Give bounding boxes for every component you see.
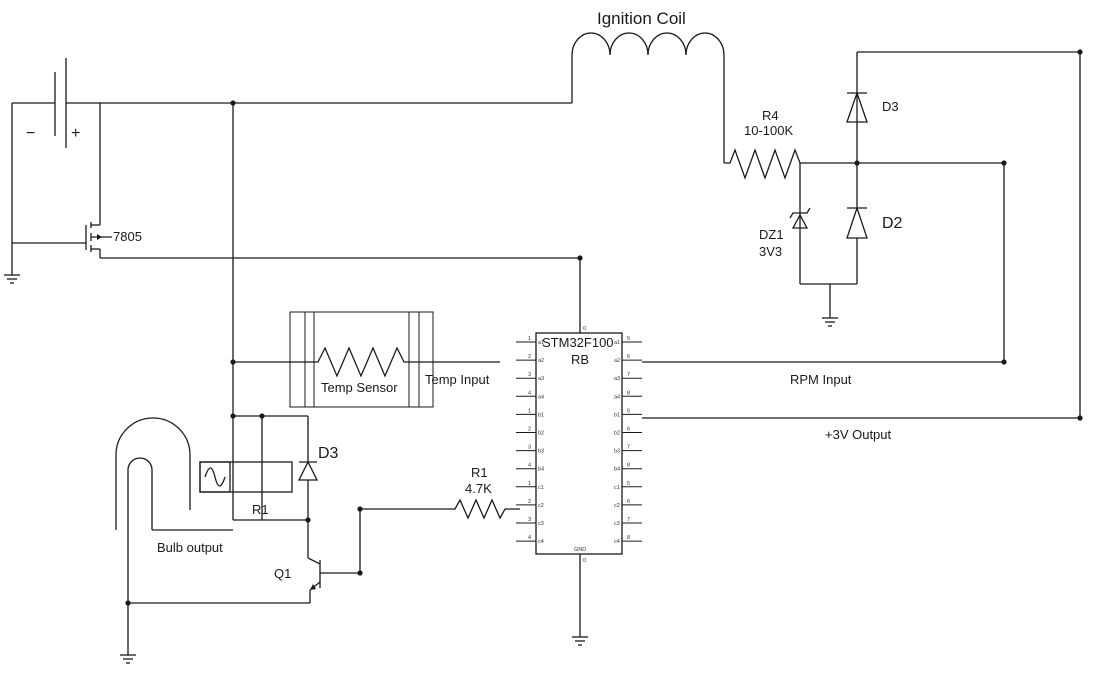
d3-relay-label: D3 bbox=[318, 445, 339, 462]
mcu-pin-right-num: 6 bbox=[627, 354, 630, 360]
mcu-pin-left-name: c4 bbox=[538, 539, 544, 545]
d2-label: D2 bbox=[882, 215, 903, 232]
dz1-value: 3V3 bbox=[759, 244, 782, 259]
diode-d3-top: D3 bbox=[846, 52, 899, 208]
mcu-pin-right-name: b3 bbox=[614, 449, 620, 455]
mcu-pin-left-name: b3 bbox=[538, 449, 544, 455]
mcu-pin-right-num: 6 bbox=[627, 427, 630, 433]
resistor-r1: R1 4.7K bbox=[357, 465, 520, 573]
mcu-pin-left-name: c2 bbox=[538, 503, 544, 509]
mcu-gnd-label: GND bbox=[574, 547, 586, 553]
rpm-input-label: RPM Input bbox=[790, 372, 852, 387]
mcu-pin-left-name: b1 bbox=[538, 412, 544, 418]
mcu-pin-left-num: 4 bbox=[528, 535, 531, 541]
mcu-pin-right-name: a3 bbox=[614, 376, 620, 382]
temp-sensor-label: Temp Sensor bbox=[321, 380, 398, 395]
mcu-pin-left-num: 4 bbox=[528, 390, 531, 396]
mcu-pin-left-name: a4 bbox=[538, 394, 544, 400]
mcu-pin-right-name: b1 bbox=[614, 412, 620, 418]
mcu-pin-left-name: a1 bbox=[538, 340, 544, 346]
mcu-pins-right: 5 a1 6 a2 7 a3 8 a4 5 b1 6 b2 7 b3 8 b4 5 c1 6 c2 7 c3 8 c4 bbox=[614, 336, 642, 545]
mcu-bottom-pin: 0 bbox=[583, 558, 586, 564]
mcu-pin-right-num: 5 bbox=[627, 481, 630, 487]
mcu-pin-left-num: 2 bbox=[528, 499, 531, 505]
battery-minus-label: − bbox=[26, 125, 35, 142]
r4-value: 10-100K bbox=[744, 123, 793, 138]
temp-sensor: Temp Sensor bbox=[233, 311, 500, 408]
bulb-output-label: Bulb output bbox=[157, 540, 223, 555]
mcu-pin-left-name: a3 bbox=[538, 376, 544, 382]
diode-d2: D2 bbox=[846, 205, 903, 284]
r1-value: 4.7K bbox=[465, 481, 492, 496]
mcu-pin-left-num: 1 bbox=[528, 408, 531, 414]
mcu-pin-left-num: 2 bbox=[528, 427, 531, 433]
transistor-q1: Q1 bbox=[274, 557, 363, 603]
mcu-pin-right-name: a4 bbox=[614, 394, 620, 400]
mcu-pin-right-num: 6 bbox=[627, 499, 630, 505]
mcu-pin-right-name: a1 bbox=[614, 340, 620, 346]
regulator-label: 7805 bbox=[113, 229, 142, 244]
mcu-pin-left-name: b2 bbox=[538, 431, 544, 437]
ground-diodes bbox=[822, 284, 838, 327]
ground-bulb bbox=[120, 603, 136, 664]
mcu-pin-left-name: c3 bbox=[538, 521, 544, 527]
mcu-pin-right-name: a2 bbox=[614, 358, 620, 364]
mcu-pin-right-num: 7 bbox=[627, 445, 630, 451]
r1-name: R1 bbox=[471, 465, 488, 480]
relay-label: R1 bbox=[252, 502, 269, 517]
relay-r1: R1 bbox=[199, 413, 311, 523]
mcu-pin-right-num: 8 bbox=[627, 535, 630, 541]
mcu-pin-left-num: 3 bbox=[528, 445, 531, 451]
battery: − + bbox=[11, 58, 100, 243]
mcu-stm32f100rb: 0 STM32F100 RB GND 0 1 a1 2 a2 3 a3 4 a4 1 b1 2 b2 3… bbox=[516, 326, 642, 564]
ignition-coil: Ignition Coil bbox=[571, 9, 725, 163]
temp-input-label: Temp Input bbox=[425, 372, 490, 387]
mcu-pin-left-num: 4 bbox=[528, 463, 531, 469]
mcu-pin-left-num: 2 bbox=[528, 354, 531, 360]
battery-plus-label: + bbox=[71, 125, 80, 142]
mcu-pin-right-num: 7 bbox=[627, 517, 630, 523]
mcu-pin-right-num: 7 bbox=[627, 372, 630, 378]
mcu-pin-right-name: c4 bbox=[614, 539, 620, 545]
mcu-top-pin: 0 bbox=[583, 326, 586, 332]
mcu-pin-right-name: c1 bbox=[614, 485, 620, 491]
mcu-pin-left-name: c1 bbox=[538, 485, 544, 491]
mcu-pins-left: 1 a1 2 a2 3 a3 4 a4 1 b1 2 b2 3 b3 4 b4 1 c1 2 c2 3 c3 4 c4 bbox=[516, 336, 544, 545]
mcu-pin-right-name: b4 bbox=[614, 467, 620, 473]
bulb: Bulb output bbox=[115, 417, 233, 603]
d3-top-label: D3 bbox=[882, 99, 899, 114]
mcu-pin-left-num: 1 bbox=[528, 481, 531, 487]
mcu-pin-left-name: b4 bbox=[538, 467, 544, 473]
mcu-pin-right-name: c3 bbox=[614, 521, 620, 527]
mcu-pin-right-name: c2 bbox=[614, 503, 620, 509]
mcu-pin-left-num: 3 bbox=[528, 372, 531, 378]
zener-dz1: DZ1 3V3 bbox=[759, 163, 811, 284]
resistor-r4: R4 10-100K bbox=[724, 108, 801, 180]
diode-d3-relay: D3 bbox=[297, 416, 339, 558]
r4-name: R4 bbox=[762, 108, 779, 123]
mcu-pin-right-name: b2 bbox=[614, 431, 620, 437]
mcu-pin-right-num: 8 bbox=[627, 390, 630, 396]
ground-mcu bbox=[572, 554, 588, 646]
mcu-name-line1: STM32F100 bbox=[542, 335, 614, 350]
regulator-7805: 7805 bbox=[12, 103, 142, 258]
mcu-pin-left-name: a2 bbox=[538, 358, 544, 364]
mcu-name-line2: RB bbox=[571, 352, 589, 367]
mcu-pin-right-num: 8 bbox=[627, 463, 630, 469]
mcu-pin-left-num: 3 bbox=[528, 517, 531, 523]
ground-battery bbox=[4, 243, 20, 284]
mcu-pin-right-num: 5 bbox=[627, 336, 630, 342]
mcu-pin-right-num: 5 bbox=[627, 408, 630, 414]
q1-label: Q1 bbox=[274, 566, 291, 581]
regulated-supply-wire bbox=[100, 255, 583, 333]
v3-output-label: +3V Output bbox=[825, 427, 892, 442]
ignition-coil-label: Ignition Coil bbox=[597, 9, 686, 28]
dz1-name: DZ1 bbox=[759, 227, 784, 242]
mcu-pin-left-num: 1 bbox=[528, 336, 531, 342]
